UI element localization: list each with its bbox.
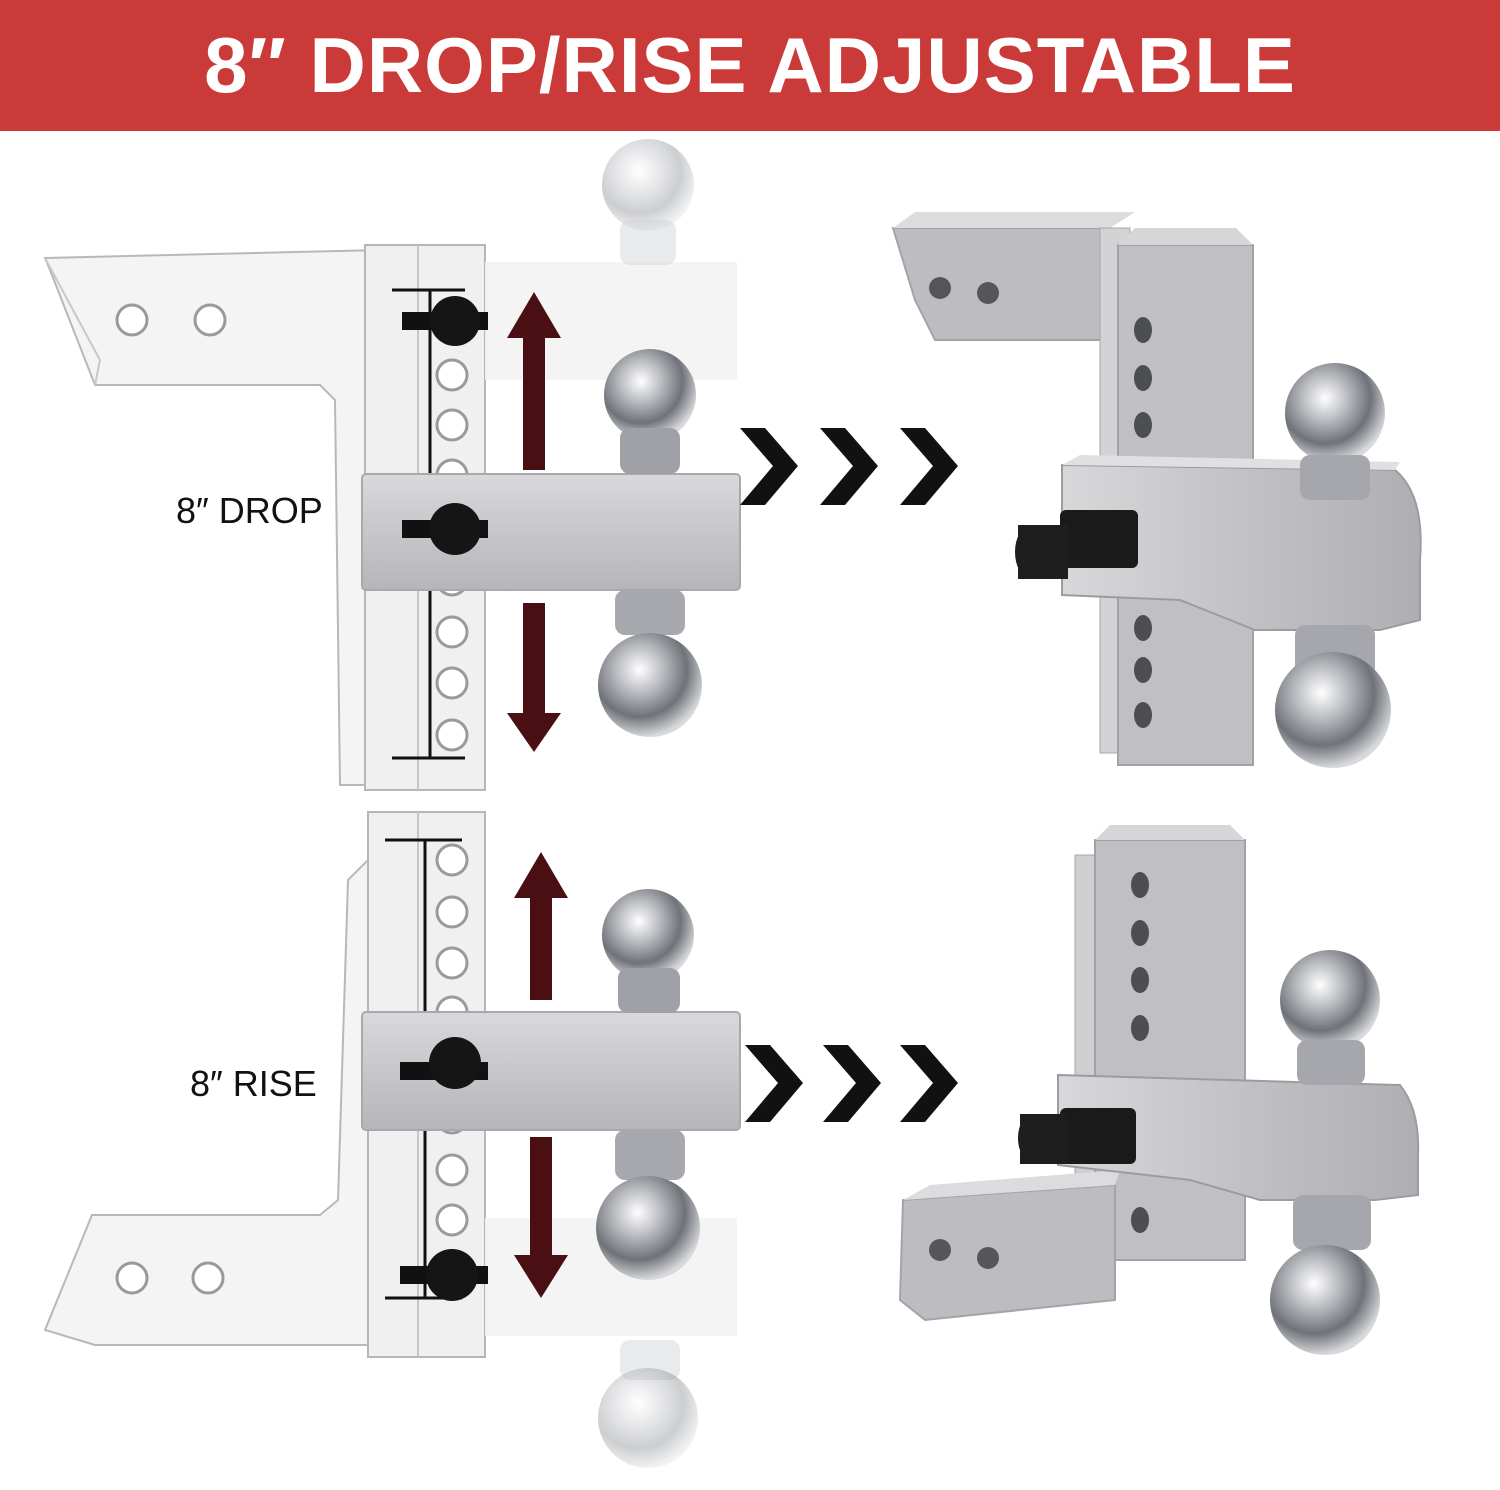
rise-render-pin [1018, 1108, 1136, 1164]
drop-ball-lower [598, 633, 702, 737]
page-title: 8″ DROP/RISE ADJUSTABLE [204, 21, 1296, 109]
drop-ball-mount [361, 473, 741, 591]
header-banner: 8″ DROP/RISE ADJUSTABLE [0, 0, 1500, 131]
drop-arrow-down [507, 603, 561, 752]
rise-arrow-down [514, 1137, 568, 1298]
drop-diagram [43, 139, 741, 791]
drop-shank-hole [193, 303, 227, 337]
rise-arrow-up [514, 852, 568, 1000]
drop-pin-main [402, 503, 488, 555]
rise-label: 8″ RISE [190, 1063, 317, 1104]
drop-render-pin [1015, 510, 1138, 579]
drop-arrow-up [507, 292, 561, 470]
drop-label: 8″ DROP [176, 490, 323, 531]
drop-shank-hole [115, 303, 149, 337]
drop-hitch-render [891, 212, 1422, 768]
drop-pin-top [402, 296, 488, 346]
rise-ball-upper [602, 889, 694, 981]
rise-diagram [43, 811, 741, 1468]
rise-hitch-render [898, 825, 1420, 1355]
chevron-right-icon [740, 428, 958, 505]
rise-pin-bottom [400, 1249, 488, 1301]
chevron-right-icon [745, 1045, 958, 1122]
rise-ball-lower [596, 1176, 700, 1280]
drop-ball-upper [604, 349, 696, 441]
hitch-illustration [43, 139, 1422, 1468]
rise-pin-main [400, 1037, 488, 1089]
